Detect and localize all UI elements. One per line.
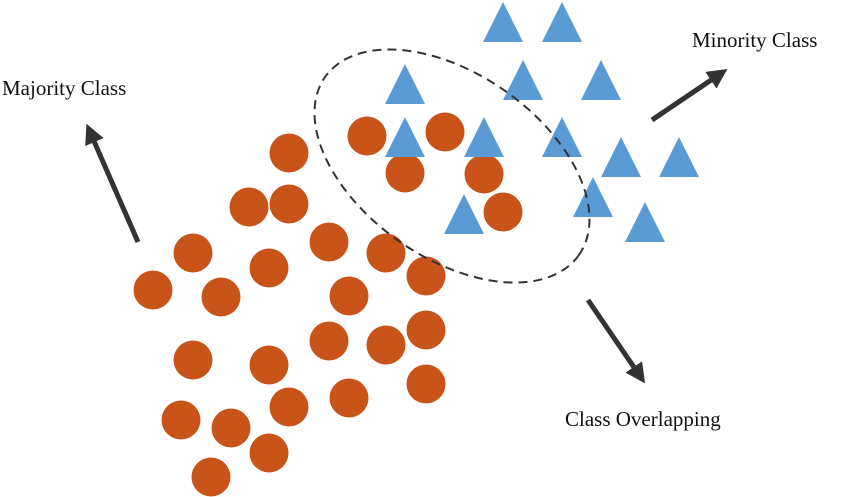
minority-point <box>581 60 621 100</box>
majority-point <box>249 345 289 385</box>
majority-class-points <box>133 112 523 497</box>
majority-point <box>269 387 309 427</box>
majority-point <box>464 154 504 194</box>
majority-arrow <box>85 123 141 243</box>
minority-point <box>503 60 543 100</box>
majority-point <box>366 325 406 365</box>
majority-point <box>191 457 231 497</box>
class-overlapping-label: Class Overlapping <box>565 407 721 431</box>
majority-point <box>483 192 523 232</box>
minority-arrow <box>650 68 728 123</box>
overlap-arrow <box>585 298 646 384</box>
minority-point <box>601 137 641 177</box>
minority-class-points <box>385 2 699 242</box>
majority-point <box>269 133 309 173</box>
majority-point <box>425 112 465 152</box>
minority-point <box>573 177 613 217</box>
majority-point <box>309 222 349 262</box>
majority-point <box>385 153 425 193</box>
majority-point <box>309 321 349 361</box>
majority-point <box>329 378 369 418</box>
majority-class-label: Majority Class <box>2 76 127 100</box>
minority-point <box>444 194 484 234</box>
majority-point <box>406 256 446 296</box>
majority-point <box>347 116 387 156</box>
majority-point <box>173 340 213 380</box>
majority-point <box>211 408 251 448</box>
minority-point <box>542 2 582 42</box>
majority-point <box>229 187 269 227</box>
minority-point <box>385 64 425 104</box>
majority-point <box>201 277 241 317</box>
minority-point <box>483 2 523 42</box>
majority-point <box>161 400 201 440</box>
majority-point <box>133 270 173 310</box>
minority-class-label: Minority Class <box>692 28 818 52</box>
majority-point <box>249 248 289 288</box>
minority-point <box>385 117 425 157</box>
majority-point <box>366 233 406 273</box>
majority-point <box>406 364 446 404</box>
minority-point <box>464 117 504 157</box>
overlap-region-ellipse <box>313 48 591 284</box>
majority-point <box>329 276 369 316</box>
majority-point <box>406 310 446 350</box>
majority-point <box>173 233 213 273</box>
minority-point <box>625 202 665 242</box>
minority-point <box>659 137 699 177</box>
majority-point <box>269 184 309 224</box>
minority-point <box>542 117 582 157</box>
majority-point <box>249 433 289 473</box>
